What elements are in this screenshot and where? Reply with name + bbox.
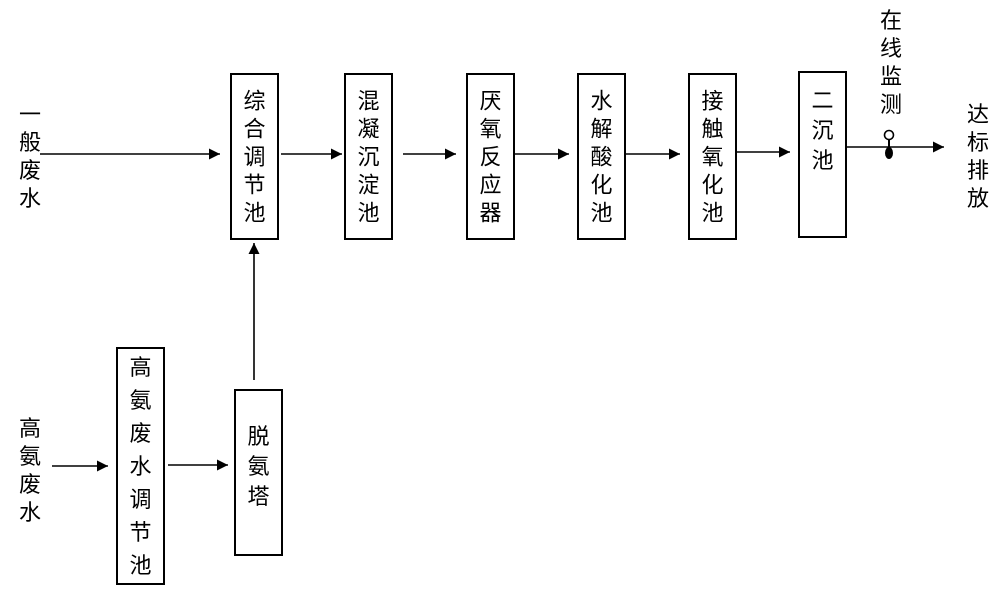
hydrolysis-tank-label: 水解酸化池: [590, 90, 612, 227]
hydrolysis-tank-box: 水解酸化池: [577, 73, 626, 240]
coagulation-tank-label: 混凝沉淀池: [357, 90, 379, 227]
stripping-tower-label: 脱氨塔: [247, 425, 269, 510]
comprehensive-tank-label: 综合调节池: [243, 90, 265, 227]
stripping-tower-box: 脱氨塔: [234, 389, 283, 556]
high-ammonia-tank-label: 高氨废水调节池: [129, 356, 151, 579]
contact-oxidation-tank-box: 接触氧化池: [688, 73, 737, 240]
high-ammonia-wastewater-label: 高氨废水: [19, 417, 41, 526]
high-ammonia-tank-box: 高氨废水调节池: [116, 347, 165, 585]
anaerobic-reactor-label: 厌氧反应器: [479, 90, 501, 227]
secondary-settling-tank-label: 二沉池: [811, 89, 833, 174]
online-monitoring-label: 在线监测: [880, 9, 902, 118]
secondary-settling-tank-box: 二沉池: [798, 71, 847, 238]
anaerobic-reactor-box: 厌氧反应器: [466, 73, 515, 240]
comprehensive-tank-box: 综合调节池: [230, 73, 279, 240]
coagulation-tank-box: 混凝沉淀池: [344, 73, 393, 240]
contact-oxidation-tank-label: 接触氧化池: [701, 90, 723, 227]
general-wastewater-label: 一般废水: [19, 103, 41, 212]
monitor-valve-icon: [883, 129, 895, 159]
discharge-label: 达标排放: [967, 103, 989, 212]
